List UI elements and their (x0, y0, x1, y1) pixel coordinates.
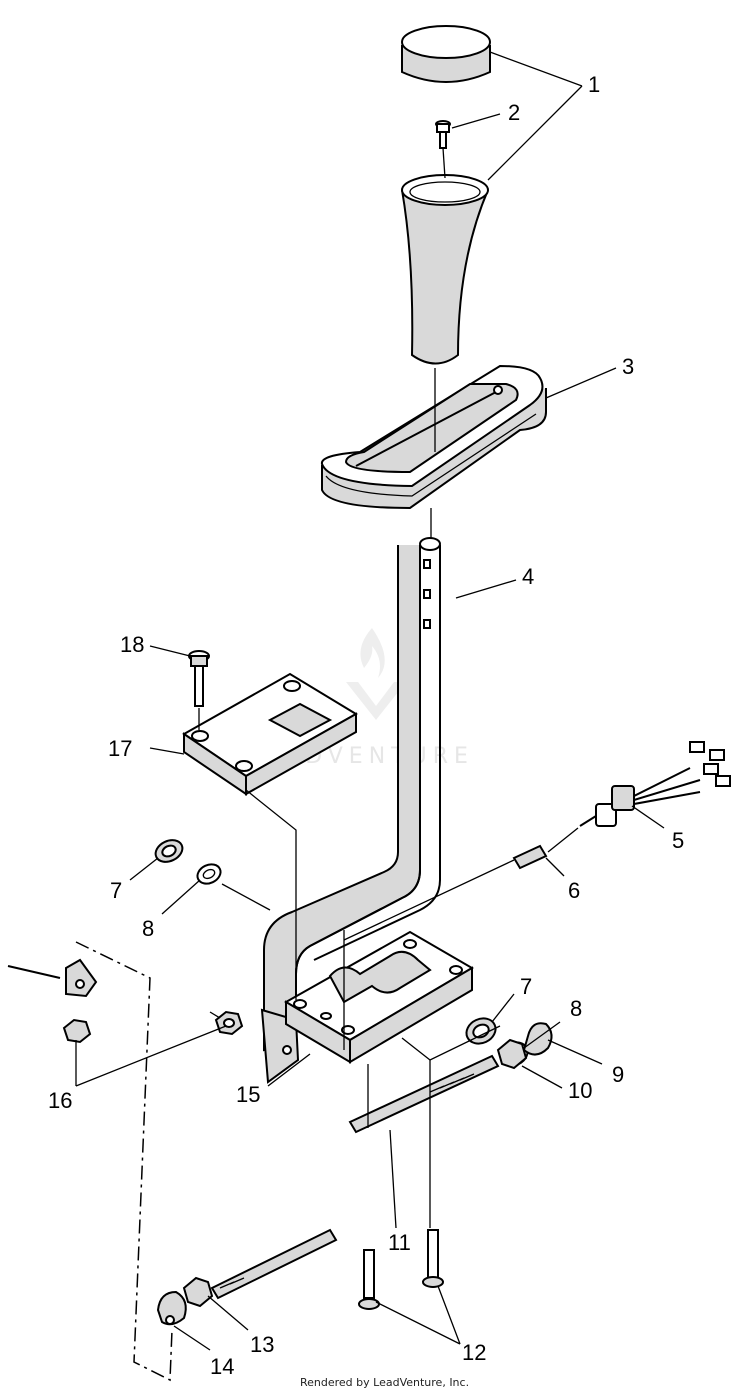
bushing-lower (465, 1017, 497, 1045)
shift-boot-plate (320, 364, 547, 510)
footer-credit: Rendered by LeadVenture, Inc. (300, 1376, 469, 1389)
base-block (284, 930, 474, 1064)
callout-8-upper: 8 (142, 916, 154, 941)
callout-8-lower: 8 (570, 996, 582, 1021)
callout-14: 14 (210, 1354, 234, 1379)
callout-labels: 1 2 3 4 5 6 7 8 7 8 9 10 11 12 13 14 15 … (48, 72, 684, 1379)
callout-9: 9 (612, 1062, 624, 1087)
linkage-bracket (7, 958, 98, 998)
shift-lever (260, 537, 441, 1084)
cover-bolt (188, 650, 210, 707)
callout-12: 12 (462, 1340, 486, 1365)
lock-nut-upper (214, 1010, 244, 1036)
knob-screw (435, 120, 451, 149)
bushing-upper (154, 839, 184, 863)
mount-bolt-right (422, 1229, 444, 1288)
lock-nut-lower (62, 1018, 92, 1044)
jam-nut-lower (182, 1276, 214, 1308)
jam-nut-upper (496, 1038, 528, 1070)
knob-body (401, 174, 489, 365)
callout-16: 16 (48, 1088, 72, 1113)
rod-end-upper (522, 1022, 553, 1056)
callout-2: 2 (508, 100, 520, 125)
knob-cap (401, 25, 491, 83)
leader-lines (75, 51, 665, 1351)
callout-7-lower: 7 (520, 974, 532, 999)
callout-5: 5 (672, 828, 684, 853)
callout-7-upper: 7 (110, 878, 122, 903)
callout-4: 4 (522, 564, 534, 589)
callout-18: 18 (120, 632, 144, 657)
pin (512, 844, 548, 870)
callout-10: 10 (568, 1078, 592, 1103)
alignment-lines (75, 147, 579, 1382)
switch-harness (579, 741, 731, 827)
cover-block (182, 672, 358, 796)
callout-17: 17 (108, 736, 132, 761)
callout-15: 15 (236, 1082, 260, 1107)
callout-1: 1 (588, 72, 600, 97)
rod-end-lower (156, 1290, 187, 1326)
callout-11: 11 (388, 1230, 411, 1255)
mount-bolt-left (358, 1249, 380, 1310)
callout-3: 3 (622, 354, 634, 379)
shift-rod-lower (210, 1228, 338, 1300)
washer-upper (196, 863, 222, 885)
callout-6: 6 (568, 878, 580, 903)
callout-13: 13 (250, 1332, 274, 1357)
shift-rod (348, 1054, 500, 1134)
